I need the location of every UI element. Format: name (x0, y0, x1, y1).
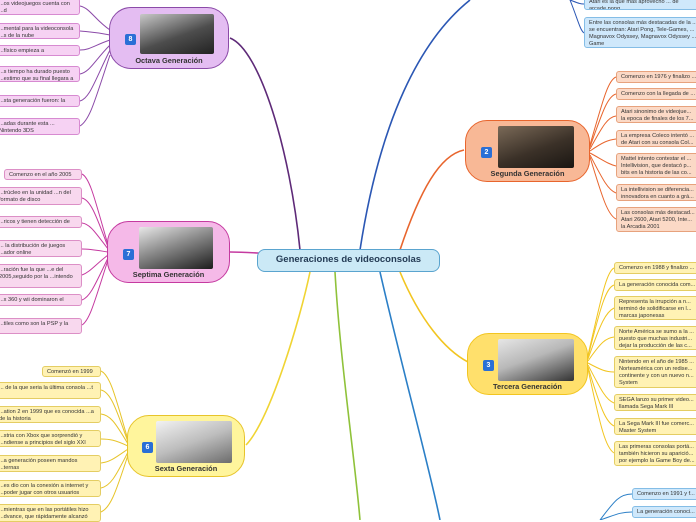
leaf-sexta-0[interactable]: Comenzó en 1999 (42, 366, 101, 377)
node-tercera-generacion[interactable]: 3 Tercera Generación (467, 333, 588, 395)
console-photo-icon (139, 227, 213, 269)
node-number-badge: 2 (481, 147, 492, 158)
node-label: Sexta Generación (154, 464, 218, 473)
leaf-segunda-2[interactable]: Atari sinonimo de videojue... la epoca d… (616, 106, 696, 123)
leaf-sexta-1[interactable]: ... de la que seria la última consola ..… (0, 382, 101, 399)
leaf-segunda-0[interactable]: Comenzo en 1976 y finalizo ... (616, 71, 696, 83)
leaf-tercera-4[interactable]: Nintendo en el año de 1985 ... Norteamér… (614, 356, 696, 388)
leaf-octava-4[interactable]: ...sta generación fueron: la (0, 95, 80, 107)
node-label: Tercera Generación (493, 382, 562, 391)
leaf-septima-1[interactable]: ...trúcleo en la unidad ...n del formato… (0, 187, 82, 205)
central-topic[interactable]: Generaciones de videoconsolas (257, 249, 440, 272)
node-number-badge: 6 (142, 442, 153, 453)
leaf-tercera-2[interactable]: Representa la irrupción a n... terminó d… (614, 296, 696, 320)
node-number-badge: 8 (125, 34, 136, 45)
leaf-primera-0[interactable]: Atari es la que más aprovecho ... de arc… (584, 0, 696, 10)
leaf-segunda-1[interactable]: Comenzo con la llegada de ... (616, 88, 696, 100)
leaf-octava-2[interactable]: ...físico empieza a desaparecer (0, 45, 80, 56)
console-photo-icon (498, 339, 574, 381)
leaf-tercera-3[interactable]: Norte América se sumo a la ... puesto qu… (614, 326, 696, 350)
node-label: Septima Generación (132, 270, 205, 279)
leaf-octava-5[interactable]: ...adas durante esta ... Nintendo 3DS (0, 118, 80, 135)
leaf-cuarta-0[interactable]: Comenzo en 1991 y f... (632, 488, 696, 500)
leaf-cuarta-1[interactable]: La generación conoci... (632, 506, 696, 518)
leaf-septima-5[interactable]: ...x 360 y wii dominaron el (0, 294, 82, 306)
leaf-sexta-6[interactable]: ...mientras que en las portátiles hizo .… (0, 504, 101, 522)
leaf-tercera-5[interactable]: SEGA lanzo su primer video... llamada Se… (614, 394, 696, 411)
leaf-sexta-4[interactable]: ...a generación poseen mandos ...ternas (0, 455, 101, 472)
console-photo-icon (140, 14, 214, 54)
leaf-septima-3[interactable]: ... la distribución de juegos ...ador on… (0, 240, 82, 257)
leaf-segunda-5[interactable]: La intellivision se diferencia... innova… (616, 184, 696, 201)
leaf-tercera-1[interactable]: La generación conocida com... (614, 279, 696, 291)
node-segunda-generacion[interactable]: 2 Segunda Generación (465, 120, 590, 182)
leaf-tercera-6[interactable]: La Sega Mark III fue comerc... Master Sy… (614, 418, 696, 435)
leaf-primera-1[interactable]: Entre las consolas más destacadas de la … (584, 17, 696, 48)
leaf-octava-0[interactable]: ...os videojuegos cuenta con ...d (0, 0, 80, 15)
leaf-septima-6[interactable]: ...tiles como son la PSP y la (0, 318, 82, 334)
node-label: Segunda Generación (490, 169, 565, 178)
leaf-septima-0[interactable]: Comenzo en el año 2005 (4, 169, 82, 180)
node-label: Octava Generación (135, 56, 203, 65)
leaf-septima-4[interactable]: ...ración fue la que ...e del 2005,segui… (0, 264, 82, 288)
node-number-badge: 7 (123, 249, 134, 260)
node-number-badge: 3 (483, 360, 494, 371)
node-septima-generacion[interactable]: 7 Septima Generación (107, 221, 230, 283)
node-octava-generacion[interactable]: 8 Octava Generación (109, 7, 229, 69)
leaf-segunda-3[interactable]: La empresa Coleco intentó ... de Atari c… (616, 130, 696, 147)
leaf-octava-3[interactable]: ...s tiempo ha durado puesto ...estimo q… (0, 66, 80, 82)
leaf-segunda-4[interactable]: Mattel intento contestar el ... Intelliv… (616, 153, 696, 178)
leaf-septima-2[interactable]: ...ricos y tienen detección de (0, 216, 82, 228)
node-sexta-generacion[interactable]: 6 Sexta Generación (127, 415, 245, 477)
console-photo-icon (156, 421, 232, 463)
leaf-sexta-2[interactable]: ...ation 2 en 1999 que es conocida ...a … (0, 406, 101, 423)
leaf-tercera-0[interactable]: Comenzo en 1988 y finalizo ... (614, 262, 696, 274)
leaf-tercera-7[interactable]: Las primeras consolas portá... también h… (614, 441, 696, 466)
leaf-sexta-5[interactable]: ...es dio con la conexión a internet y .… (0, 480, 101, 497)
leaf-segunda-6[interactable]: Las consolas más destacad... Atari 2600,… (616, 207, 696, 232)
leaf-octava-1[interactable]: ...mental para la videoconsola ...s de l… (0, 23, 80, 39)
console-photo-icon (498, 126, 574, 168)
leaf-sexta-3[interactable]: ...stria con Xbox que sorprendió y ...nd… (0, 430, 101, 447)
